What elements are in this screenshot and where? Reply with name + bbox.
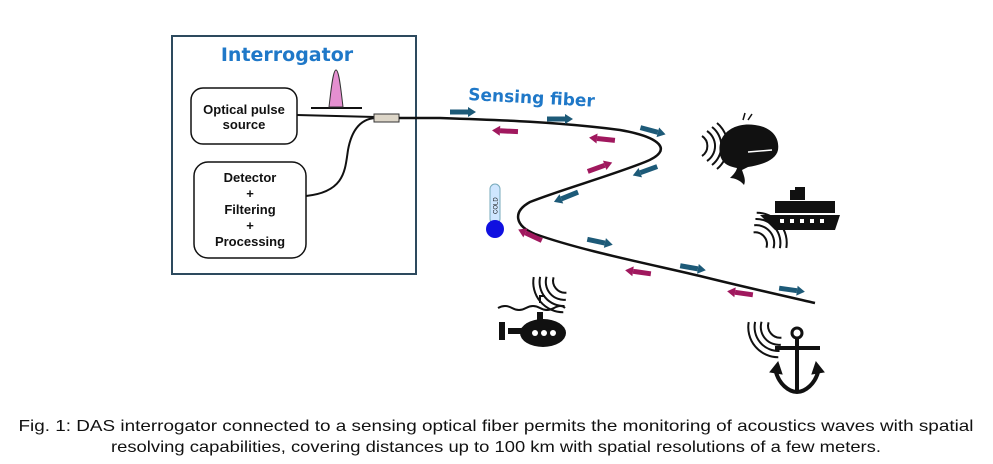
- submarine-icon: [497, 295, 566, 347]
- caption-line-1: Fig. 1: DAS interrogator connected to a …: [19, 418, 974, 435]
- interrogator-title: Interrogator: [221, 44, 354, 66]
- detector-line-5: Processing: [215, 234, 285, 249]
- anchor-icon: [769, 326, 825, 395]
- sound-wave-icon: [524, 266, 576, 321]
- source-label-line-2: source: [223, 117, 266, 132]
- detector-box: Detector + Filtering + Processing: [193, 161, 307, 259]
- detector-line-1: Detector: [224, 170, 277, 185]
- detector-line-2: +: [246, 186, 254, 201]
- pulse-icon: [311, 69, 362, 109]
- detector-line-3: Filtering: [224, 202, 275, 217]
- sound-wave-icon: [744, 204, 796, 259]
- thermometer-icon: COLD: [486, 183, 504, 238]
- caption-line-2: resolving capabilities, covering distanc…: [111, 439, 881, 456]
- source-label-line-1: Optical pulse: [203, 102, 285, 117]
- thermometer-label: COLD: [494, 197, 500, 214]
- ship-icon: [760, 187, 840, 230]
- detector-line-4: +: [246, 218, 254, 233]
- fiber-label: Sensing fiber: [468, 85, 596, 112]
- interrogator-box: Interrogator Optical pulse source Detect…: [171, 35, 417, 275]
- sensing-fiber: [399, 116, 816, 305]
- coupler: [373, 113, 400, 123]
- whale-icon: [719, 112, 779, 185]
- sound-wave-icon: [739, 311, 791, 366]
- optical-pulse-source-box: Optical pulse source: [190, 87, 298, 145]
